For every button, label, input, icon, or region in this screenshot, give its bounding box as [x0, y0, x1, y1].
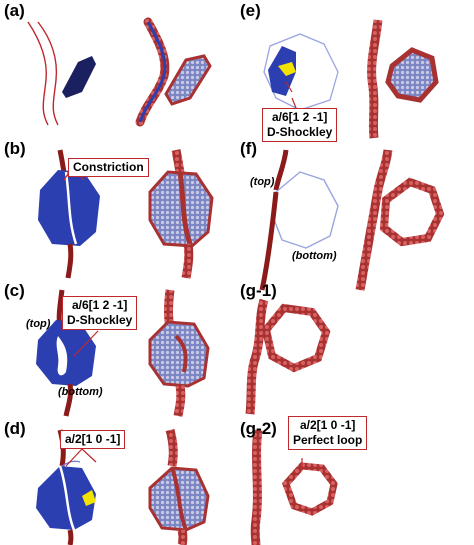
panel-d-schematic [36, 429, 96, 545]
panel-e [263, 19, 439, 139]
panel-f-top-tag: (top) [250, 176, 275, 188]
panel-c-callout-line1: a/6[1 2 -1] [72, 298, 128, 312]
panel-c-bottom-tag: (bottom) [58, 386, 103, 398]
panel-e-atomistic [367, 19, 439, 139]
perfect-loop-callout: a/2[1 0 -1] Perfect loop [288, 416, 368, 450]
panel-label-g1: (g-1) [240, 281, 277, 300]
panel-c-callout-line2: D-Shockley [67, 313, 133, 327]
panel-d-burgers-callout: a/2[1 0 -1] [60, 430, 126, 449]
panel-a-schematic [27, 21, 96, 126]
panel-label-g2: (g-2) [240, 419, 277, 438]
panel-c-atomistic [148, 289, 210, 417]
panel-label-f: (f) [240, 139, 257, 158]
panel-a [27, 17, 212, 127]
constriction-callout: Constriction [68, 158, 149, 177]
panel-b [38, 149, 214, 279]
panel-b-atomistic [148, 149, 214, 279]
panel-f [259, 149, 445, 291]
panel-f-schematic [259, 149, 339, 291]
panel-b-schematic [38, 149, 100, 279]
panel-c-top-tag: (top) [26, 318, 51, 330]
panel-label-d: (d) [4, 419, 26, 438]
panel-c-shockley-callout: a/6[1 2 -1] D-Shockley [62, 296, 138, 330]
panel-d [36, 428, 210, 545]
panel-e-shockley-callout: a/6[1 2 -1] D-Shockley [262, 108, 338, 142]
panel-g2 [250, 429, 338, 545]
panel-e-schematic [263, 33, 339, 111]
panel-c [36, 289, 210, 417]
panel-d-atomistic [148, 428, 210, 545]
panel-f-atomistic [355, 149, 445, 291]
panel-label-c: (c) [4, 281, 25, 300]
panel-e-callout-line2: D-Shockley [267, 125, 333, 139]
panel-label-e: (e) [240, 1, 261, 20]
panel-c-schematic [36, 289, 96, 417]
panel-g2-callout-line2: Perfect loop [293, 433, 363, 447]
panel-g1 [245, 298, 331, 415]
panel-a-atomistic [135, 17, 212, 127]
panel-f-bottom-tag: (bottom) [292, 250, 337, 262]
panel-label-a: (a) [4, 1, 25, 20]
panel-e-callout-line1: a/6[1 2 -1] [272, 110, 328, 124]
shockley-marker-icon [278, 62, 296, 76]
panel-g2-callout-line1: a/2[1 0 -1] [300, 418, 356, 432]
panel-label-b: (b) [4, 139, 26, 158]
shockley-marker-icon [82, 490, 96, 506]
